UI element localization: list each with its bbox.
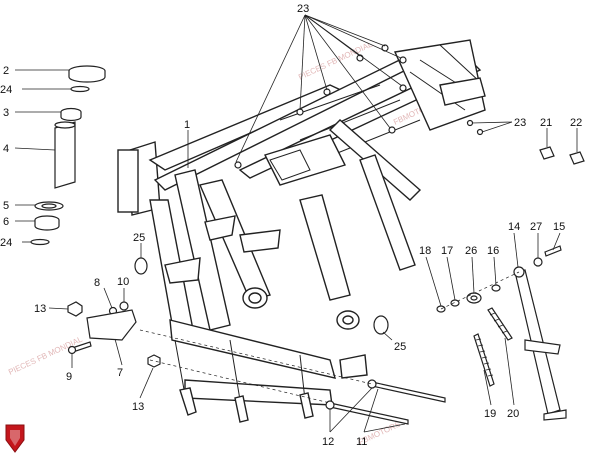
callout-labels: 2 24 3 4 5 6 24 23 23 1 25 25 10 8 13 9 …: [0, 3, 582, 448]
callout-24-lower: 24: [0, 237, 12, 249]
callout-13-upper: 13: [34, 303, 46, 315]
callout-23-right: 23: [514, 117, 526, 129]
callout-9: 9: [66, 371, 72, 383]
callout-20: 20: [507, 408, 519, 420]
leader-lines: [14, 14, 578, 433]
callout-25-right: 25: [394, 341, 406, 353]
callout-8: 8: [94, 277, 100, 289]
motorcycle-frame: [117, 39, 486, 423]
callout-7: 7: [117, 367, 123, 379]
steering-head-parts: [30, 65, 106, 246]
callout-3: 3: [3, 107, 9, 119]
callout-1: 1: [184, 119, 190, 131]
brand-logo: [5, 424, 25, 453]
watermark-1: PIECES FB MONDIAL: [297, 39, 374, 81]
callout-22: 22: [570, 117, 582, 129]
callout-21: 21: [540, 117, 552, 129]
callout-26: 26: [465, 245, 477, 257]
callout-2: 2: [3, 65, 9, 77]
callout-25-left: 25: [133, 232, 145, 244]
callout-5: 5: [3, 200, 9, 212]
callout-14: 14: [508, 221, 520, 233]
watermark-3: PIECES FB MONDIAL: [7, 334, 84, 376]
callout-23-top: 23: [297, 3, 309, 15]
callout-4: 4: [3, 143, 9, 155]
callout-18: 18: [419, 245, 431, 257]
fasteners-right: [466, 119, 585, 165]
callout-13-lower: 13: [132, 401, 144, 413]
callout-10: 10: [117, 276, 129, 288]
engine-bolts: [139, 329, 446, 425]
callout-6: 6: [3, 216, 9, 228]
callout-19: 19: [484, 408, 496, 420]
callout-12: 12: [322, 436, 334, 448]
callout-11: 11: [356, 436, 367, 448]
callout-16: 16: [487, 245, 499, 257]
callout-15: 15: [553, 221, 565, 233]
callout-27: 27: [530, 221, 542, 233]
side-stand-parts: [436, 245, 567, 421]
callout-17: 17: [441, 245, 453, 257]
callout-24-upper: 24: [0, 84, 12, 96]
